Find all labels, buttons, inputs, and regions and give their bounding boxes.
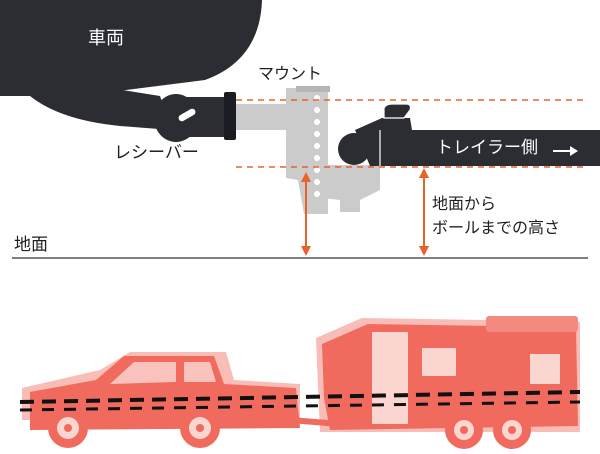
arrow-right-icon: [553, 146, 578, 156]
label-trailer-side: トレイラー側: [436, 138, 538, 158]
pickup-truck: [30, 356, 300, 430]
hitch-pin: [177, 107, 197, 123]
vehicle-body: [0, 0, 262, 96]
mount-holes: [314, 95, 320, 197]
trailer-roof: [486, 316, 578, 332]
level-line-2: [19, 400, 581, 412]
truck-window: [110, 362, 176, 384]
level-line-1: [19, 390, 581, 404]
coupler-latch: [383, 103, 412, 119]
trailer-wheel-rear: [493, 411, 531, 449]
double-arrow-vertical-icon: [301, 172, 311, 256]
label-vehicle: 車両: [88, 28, 124, 49]
trailer-wheel-front: [445, 411, 483, 449]
vehicle-underside: [30, 88, 172, 130]
label-ground: 地面: [14, 235, 48, 255]
mount-cap: [296, 86, 330, 92]
tow-link: [289, 417, 341, 427]
receiver-collar: [224, 92, 236, 140]
truck-wheel-rear: [180, 408, 220, 448]
trailer-window-2: [530, 354, 560, 384]
label-receiver-bar: レシーバー: [114, 143, 199, 163]
label-mount: マウント: [258, 64, 323, 83]
coupler-body: [355, 118, 412, 166]
truck-rear-window: [184, 362, 216, 382]
ball-height-arrow: [419, 168, 429, 256]
mount-ball-platform: [306, 165, 380, 212]
truck-wheel-front: [48, 408, 88, 448]
truck-trailer-illustration: [19, 316, 581, 449]
label-ball-height: 地面から ボールまでの高さ: [432, 192, 560, 240]
label-ball-height-line2: ボールまでの高さ: [432, 218, 561, 237]
hitch-ball: [338, 133, 370, 165]
label-ball-height-line1: 地面から: [432, 194, 497, 213]
trailer-window-1: [422, 348, 456, 376]
trailer-door: [372, 332, 408, 424]
